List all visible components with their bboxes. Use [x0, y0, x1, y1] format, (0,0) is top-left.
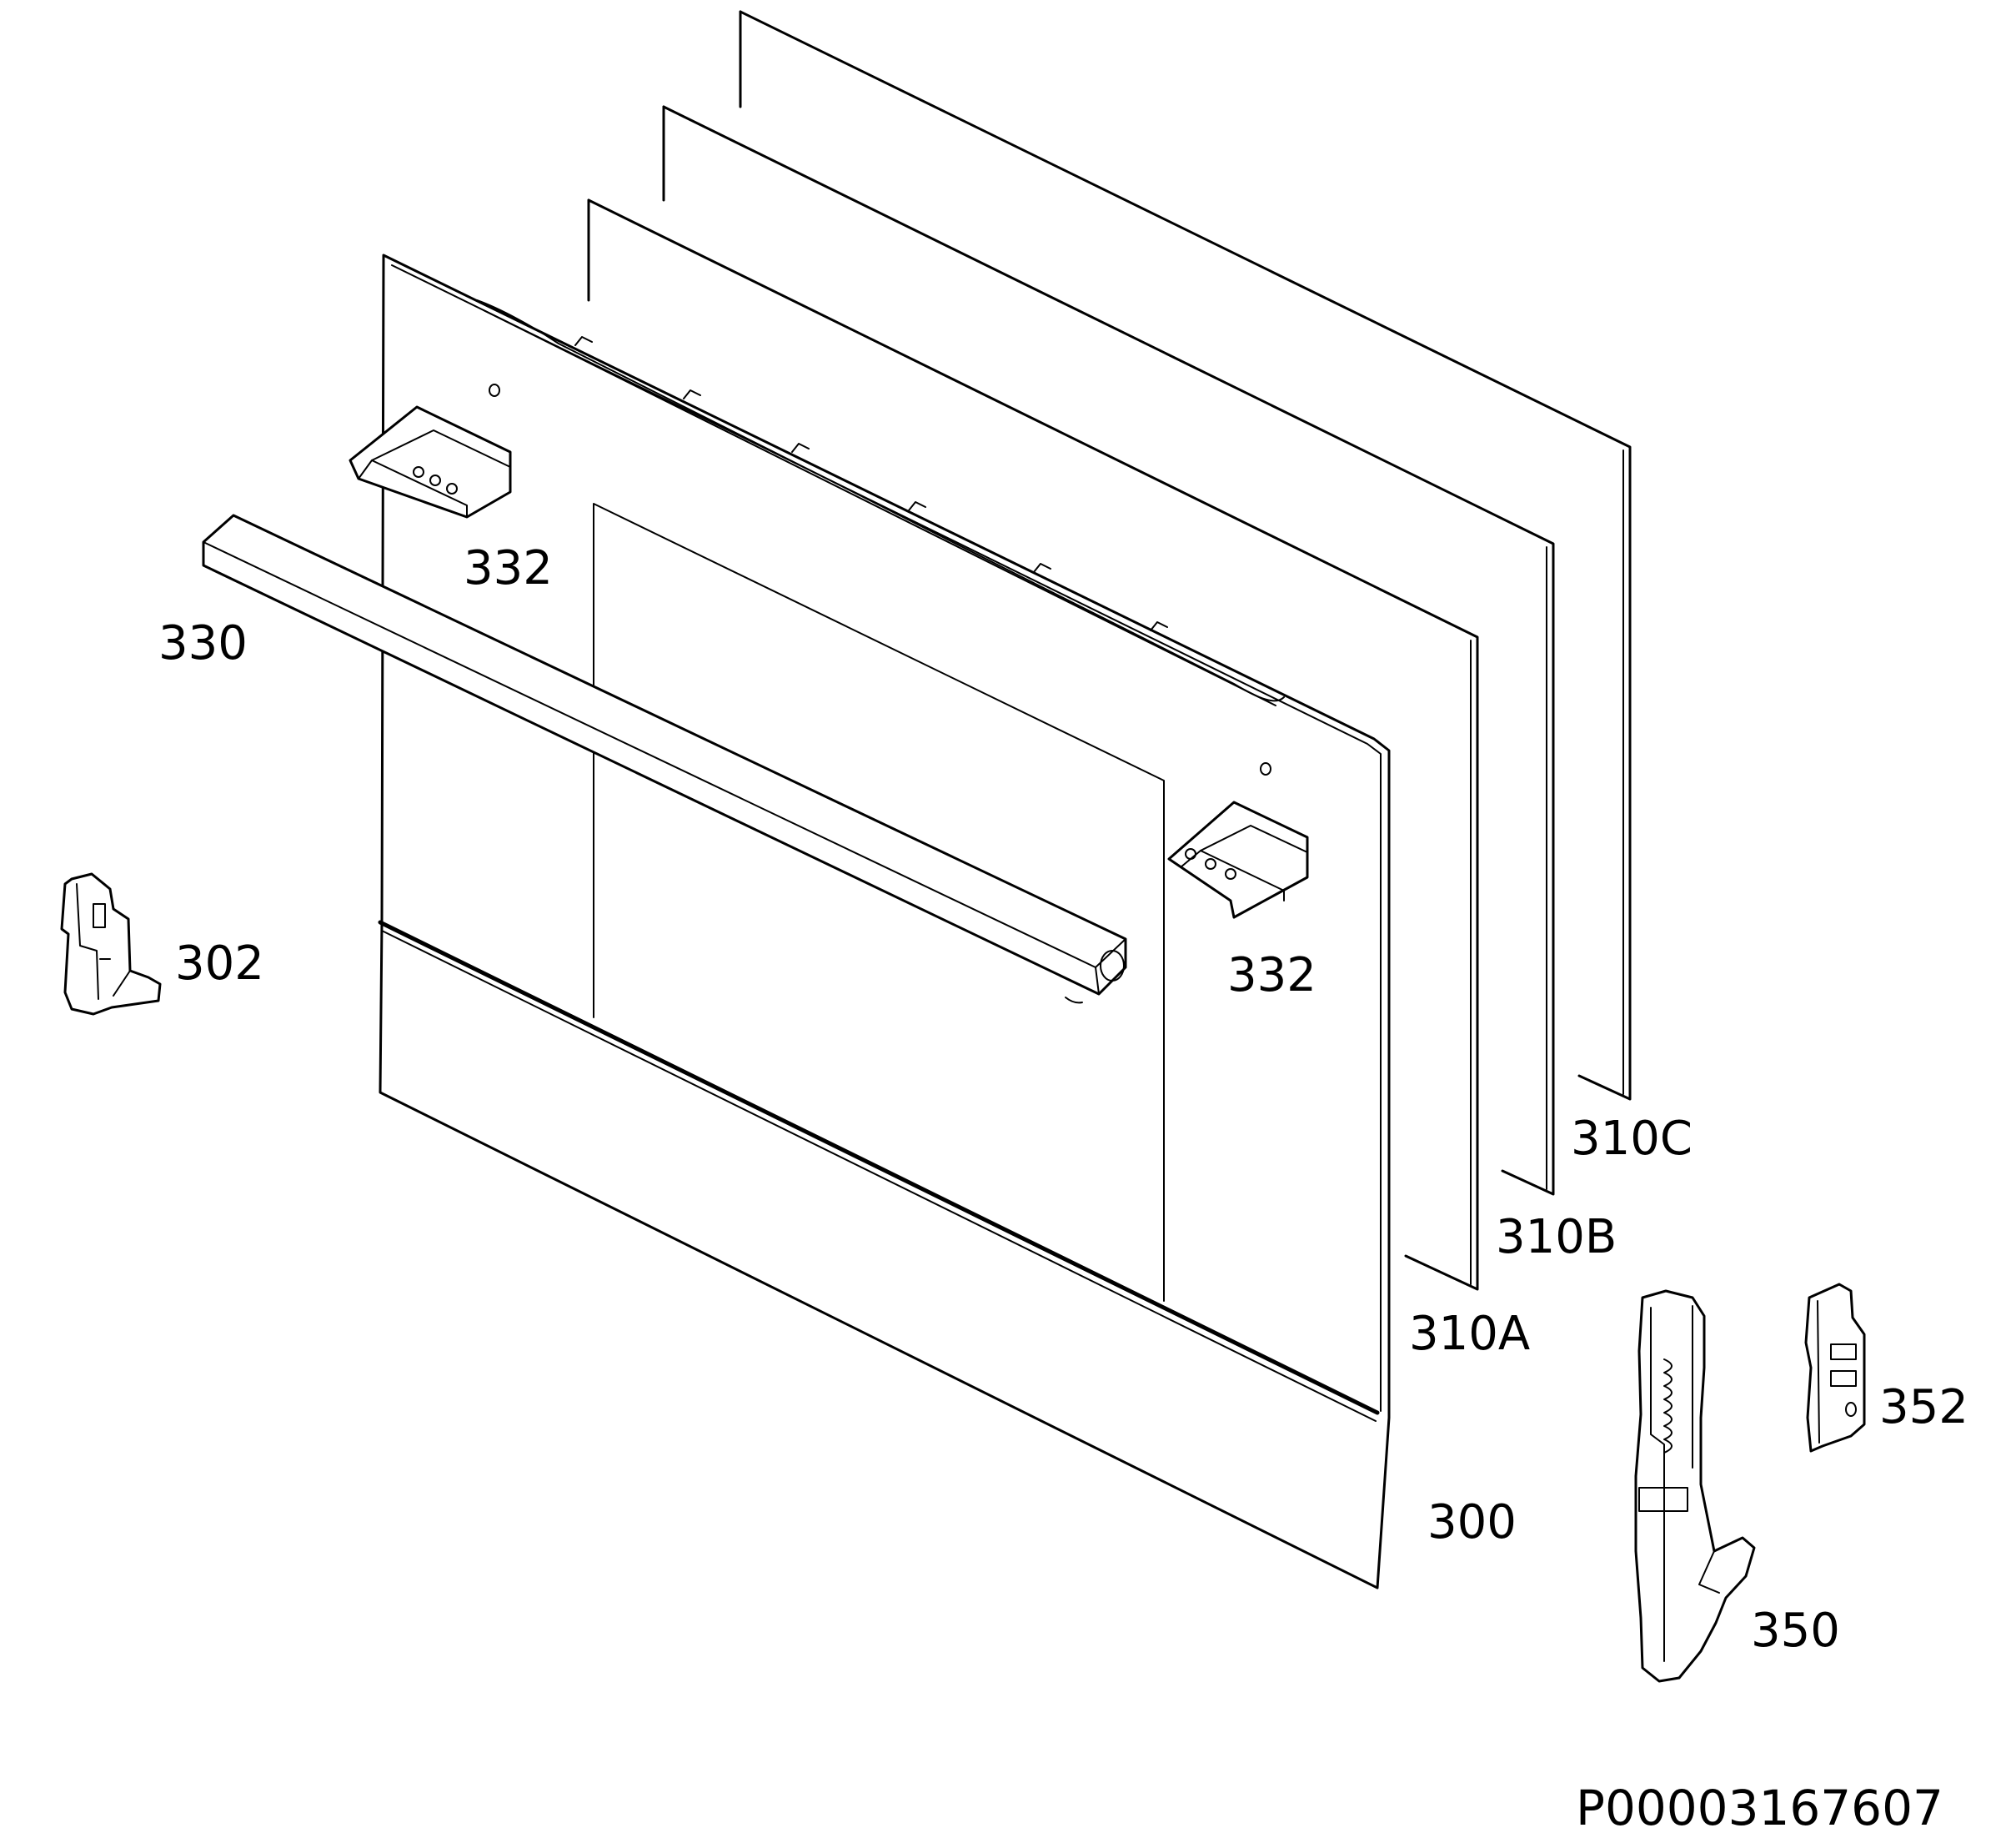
- callout-330: 330: [158, 616, 248, 670]
- callout-310c: 310C: [1571, 1112, 1693, 1166]
- hinge-receiver-302: [60, 872, 162, 1016]
- outer-door-panel-300: [378, 254, 1391, 1589]
- callout-310a: 310A: [1409, 1307, 1530, 1361]
- callout-302: 302: [175, 937, 264, 991]
- callout-350: 350: [1751, 1604, 1840, 1658]
- handle-support-332-right: [1167, 801, 1309, 919]
- handle-support-332-left: [349, 405, 512, 519]
- hinge-receiver-352: [1804, 1283, 1866, 1453]
- callout-310b: 310B: [1496, 1210, 1617, 1264]
- callout-352: 352: [1879, 1380, 1968, 1434]
- callout-332-left: 332: [464, 541, 553, 595]
- callout-332-right: 332: [1227, 948, 1316, 1002]
- document-number: P00003167607: [1576, 1780, 1943, 1836]
- hinge-350: [1634, 1289, 1756, 1683]
- callout-300: 300: [1427, 1495, 1517, 1549]
- door-handle-330: [202, 514, 1127, 1004]
